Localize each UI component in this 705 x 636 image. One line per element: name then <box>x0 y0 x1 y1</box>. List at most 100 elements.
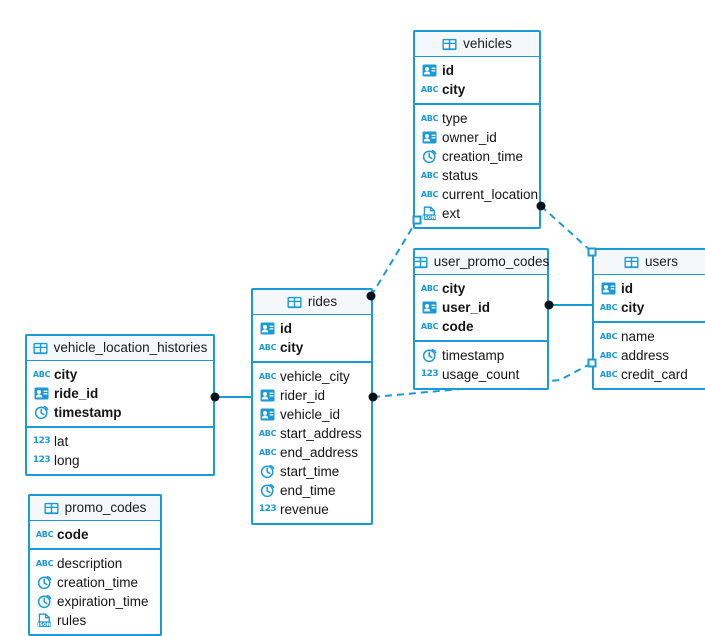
abc-icon: ABC <box>420 113 439 123</box>
abc-icon: ABC <box>258 342 277 352</box>
svg-text:JSON: JSON <box>37 622 51 628</box>
entity-title: rides <box>307 294 338 310</box>
key-id-icon <box>422 63 437 78</box>
field-label: id <box>442 62 454 78</box>
abc-icon: ABC <box>258 428 277 438</box>
field-vehicles-owner_id: owner_id <box>415 128 539 147</box>
field-label: revenue <box>280 501 329 517</box>
field-label: code <box>442 318 474 334</box>
table-icon <box>413 255 428 270</box>
json-icon: JSON <box>37 613 52 628</box>
table-icon <box>33 341 48 356</box>
entity-header-user_promo_codes[interactable]: user_promo_codes <box>413 250 550 275</box>
primary-key-field-rides-id: id <box>253 319 371 338</box>
number-icon: 123 <box>32 455 51 465</box>
number-icon: 123 <box>32 436 51 446</box>
key-id-icon <box>260 321 275 336</box>
field-label: code <box>57 526 89 542</box>
abc-icon: ABC <box>420 84 439 94</box>
abc-icon: ABC <box>599 302 618 312</box>
field-label: rules <box>57 612 87 628</box>
field-label: expiration_time <box>57 593 149 609</box>
entity-header-promo_codes[interactable]: promo_codes <box>30 496 160 521</box>
primary-key-field-vehicle_location_histories-timestamp: timestamp <box>27 403 213 422</box>
field-label: city <box>442 280 466 296</box>
svg-text:JSON: JSON <box>422 215 436 221</box>
clock-icon <box>422 149 437 164</box>
field-label: user_id <box>442 299 491 315</box>
clock-icon <box>422 348 437 363</box>
abc-icon: ABC <box>420 189 439 199</box>
abc-icon: ABC <box>258 371 277 381</box>
field-label: ride_id <box>54 385 99 401</box>
primary-key-field-users-id: id <box>594 279 705 298</box>
abc-icon: ABC <box>420 283 439 293</box>
relationship-line-rides-to-vehicles[interactable] <box>370 219 418 297</box>
clock-icon <box>37 594 52 609</box>
abc-icon: ABC <box>35 558 54 568</box>
key-id-icon <box>601 281 616 296</box>
relationship-line-vehicles-to-users[interactable] <box>540 205 593 253</box>
field-label: ext <box>442 205 461 221</box>
number-icon: 123 <box>420 369 439 379</box>
json-icon: JSON <box>422 206 437 221</box>
field-promo_codes-rules: JSON rules <box>30 611 160 630</box>
abc-icon: ABC <box>35 529 54 539</box>
field-label: start_address <box>280 425 362 441</box>
field-label: timestamp <box>54 404 122 420</box>
entity-header-vehicles[interactable]: vehicles <box>415 32 539 57</box>
entity-header-vehicle_location_histories[interactable]: vehicle_location_histories <box>27 336 213 361</box>
field-label: address <box>621 347 670 363</box>
primary-key-field-vehicles-id: id <box>415 61 539 80</box>
table-icon <box>624 255 639 270</box>
key-id-icon <box>422 300 437 315</box>
field-rides-end_time: end_time <box>253 481 371 500</box>
entity-header-users[interactable]: users <box>594 250 705 275</box>
key-id-icon <box>260 388 275 403</box>
clock-icon <box>37 575 52 590</box>
clock-icon <box>34 405 49 420</box>
field-vehicles-creation_time: creation_time <box>415 147 539 166</box>
clock-icon <box>260 464 275 479</box>
field-label: creation_time <box>57 574 139 590</box>
key-id-icon <box>34 386 49 401</box>
field-label: name <box>621 328 655 344</box>
entity-header-rides[interactable]: rides <box>253 290 371 315</box>
field-rides-vehicle_id: vehicle_id <box>253 405 371 424</box>
field-label: vehicle_id <box>280 406 341 422</box>
key-id-icon <box>260 407 275 422</box>
field-promo_codes-creation_time: creation_time <box>30 573 160 592</box>
entity-title: vehicle_location_histories <box>53 340 208 356</box>
abc-icon: ABC <box>599 350 618 360</box>
field-label: vehicle_city <box>280 368 350 384</box>
field-label: creation_time <box>442 148 524 164</box>
entity-title: user_promo_codes <box>433 254 550 270</box>
